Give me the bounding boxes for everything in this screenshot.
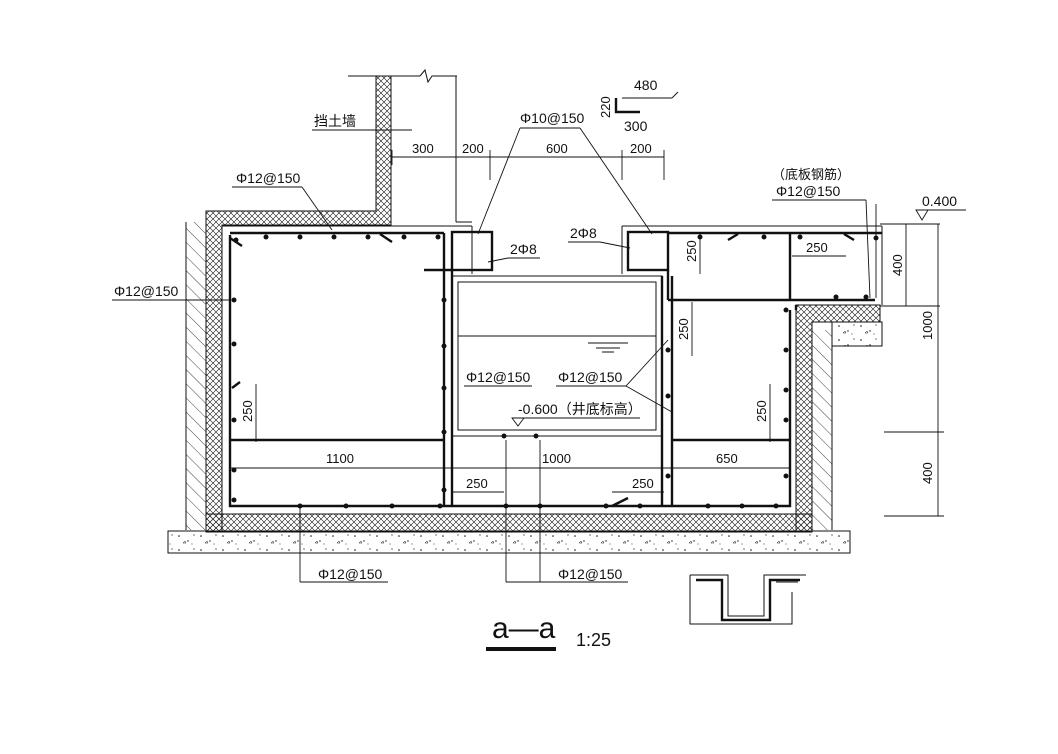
rebar-dots — [231, 234, 879, 509]
rebar-top-left-label: Φ12@150 — [236, 170, 301, 186]
rebar-left-wall-label: Φ12@150 — [114, 283, 179, 299]
dim-h-250-right-top: 250 — [806, 240, 828, 255]
base-concrete — [167, 530, 851, 554]
water-level — [458, 335, 656, 353]
stirrup-right-label: 2Φ8 — [570, 225, 597, 241]
drawing-title: a—a 1:25 — [486, 612, 611, 651]
rebar-center-top-label: Φ10@150 — [520, 110, 585, 126]
rebar-bottom-left-label: Φ12@150 — [318, 566, 383, 582]
dim-v-400-top: 400 — [890, 254, 905, 276]
dim-h-250-a: 250 — [466, 476, 488, 491]
detail-sketch — [689, 574, 806, 625]
text-labels: 挡土墙 Φ12@150 Φ12@150 Φ10@150 Φ12@150 Φ12@… — [114, 110, 957, 582]
stirrup-left-label: 2Φ8 — [510, 241, 537, 257]
hook-480: 480 — [634, 77, 658, 93]
floor-rebar-label: Φ12@150 — [776, 183, 841, 199]
dim-300: 300 — [412, 141, 434, 156]
section-name: a—a — [492, 612, 556, 645]
rebar-mid-right-label: Φ12@150 — [558, 369, 623, 385]
dim-v-250-right: 250 — [754, 400, 769, 422]
title-underline — [486, 647, 556, 651]
dim-h-250-b: 250 — [632, 476, 654, 491]
rebar-mid-left-label: Φ12@150 — [466, 369, 531, 385]
section-scale: 1:25 — [576, 630, 611, 650]
rebar-bottom-right-label: Φ12@150 — [558, 566, 623, 582]
hook-220: 220 — [598, 96, 613, 118]
soil-right — [812, 321, 883, 530]
sump-bottom-elevation: -0.600（井底标高） — [518, 401, 642, 417]
dim-200-b: 200 — [630, 141, 652, 156]
top-elevation: 0.400 — [922, 193, 957, 209]
dim-600: 600 — [546, 141, 568, 156]
dim-v-250-right-top: 250 — [684, 240, 699, 262]
dim-v-250-center: 250 — [676, 318, 691, 340]
hook-300: 300 — [624, 118, 648, 134]
tank-walls — [205, 304, 881, 533]
dim-h-650: 650 — [716, 451, 738, 466]
tank-outline — [221, 225, 883, 514]
dim-v-1000: 1000 — [920, 311, 935, 340]
dimension-text: 300 200 600 200 480 220 300 250 250 250 … — [240, 77, 935, 491]
retaining-wall-label: 挡土墙 — [314, 113, 356, 129]
dim-v-250-left: 250 — [240, 400, 255, 422]
dim-h-1000: 1000 — [542, 451, 571, 466]
soil-left — [185, 222, 206, 530]
dim-v-400-bottom: 400 — [920, 462, 935, 484]
dim-h-1100: 1100 — [326, 451, 354, 466]
floor-rebar-note: （底板钢筋） — [772, 167, 850, 182]
dimension-lines — [112, 91, 966, 583]
dim-200-a: 200 — [462, 141, 484, 156]
